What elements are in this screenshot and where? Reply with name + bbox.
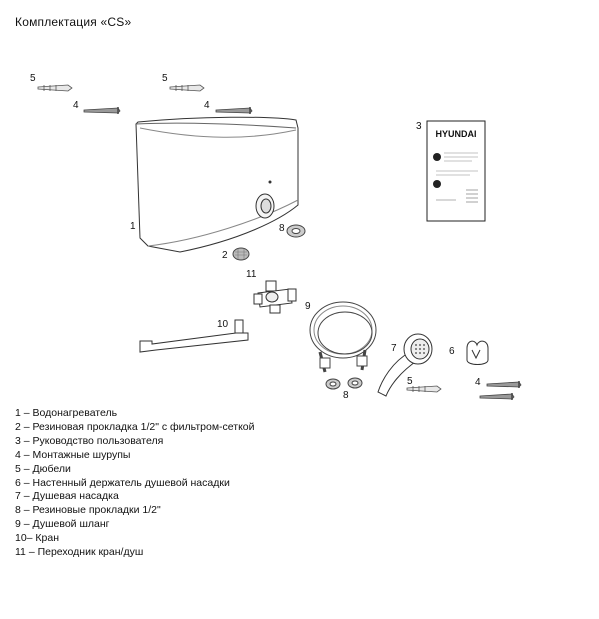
callout-4: 4 (204, 100, 210, 111)
callout-5: 5 (407, 376, 413, 387)
callout-7: 7 (391, 343, 397, 354)
callout-4: 4 (73, 100, 79, 111)
legend-item: 9 – Душевой шланг (15, 518, 110, 531)
dowel-icon (406, 385, 442, 393)
legend-item: 4 – Монтажные шурупы (15, 448, 131, 461)
callout-10: 10 (217, 319, 229, 330)
legend-item: 11 – Переходник кран/душ (15, 546, 144, 559)
callout-8: 8 (343, 390, 349, 400)
gasket-icon (325, 377, 363, 390)
callout-8: 8 (279, 223, 285, 234)
page-title: Комплектация «CS» (15, 15, 132, 29)
shower-head-icon (377, 333, 433, 397)
callout-6: 6 (449, 346, 455, 357)
screw-icon (479, 381, 522, 400)
filter-gasket-icon (232, 247, 250, 261)
screw-icon (215, 107, 253, 114)
parts-legend: 1 – Водонагреватель 2 – Резиновая прокла… (15, 407, 255, 560)
callout-11: 11 (246, 269, 257, 280)
screw-icon (83, 107, 121, 114)
spout-icon (139, 319, 249, 353)
wall-holder-icon (466, 340, 489, 365)
water-heater-icon (135, 116, 299, 253)
legend-item: 10– Кран (15, 532, 60, 545)
gasket-icon (286, 224, 306, 238)
callout-9: 9 (305, 301, 311, 312)
legend-item: 2 – Резиновая прокладка 1/2" с фильтром-… (15, 420, 255, 433)
legend-item: 6 – Настенный держатель душевой насадки (15, 476, 230, 489)
manual-icon: HYUNDAI (426, 120, 486, 222)
callout-5: 5 (162, 73, 168, 84)
dowel-icon (169, 84, 205, 92)
callout-3: 3 (416, 121, 422, 132)
callout-5: 5 (30, 73, 36, 84)
shower-hose-icon (309, 301, 377, 373)
callout-2: 2 (222, 250, 228, 261)
adapter-icon (253, 280, 297, 314)
kit-diagram: 5 4 5 4 1 8 2 HYUNDAI (30, 73, 522, 400)
legend-item: 8 – Резиновые прокладки 1/2" (15, 504, 161, 517)
legend-item: 5 – Дюбели (15, 462, 71, 475)
manual-brand: HYUNDAI (435, 129, 476, 139)
legend-item: 3 – Руководство пользователя (15, 434, 164, 447)
callout-1: 1 (130, 221, 136, 232)
legend-item: 7 – Душевая насадка (15, 490, 119, 503)
legend-item: 1 – Водонагреватель (15, 407, 118, 419)
callout-4: 4 (475, 377, 481, 388)
dowel-icon (37, 84, 73, 92)
